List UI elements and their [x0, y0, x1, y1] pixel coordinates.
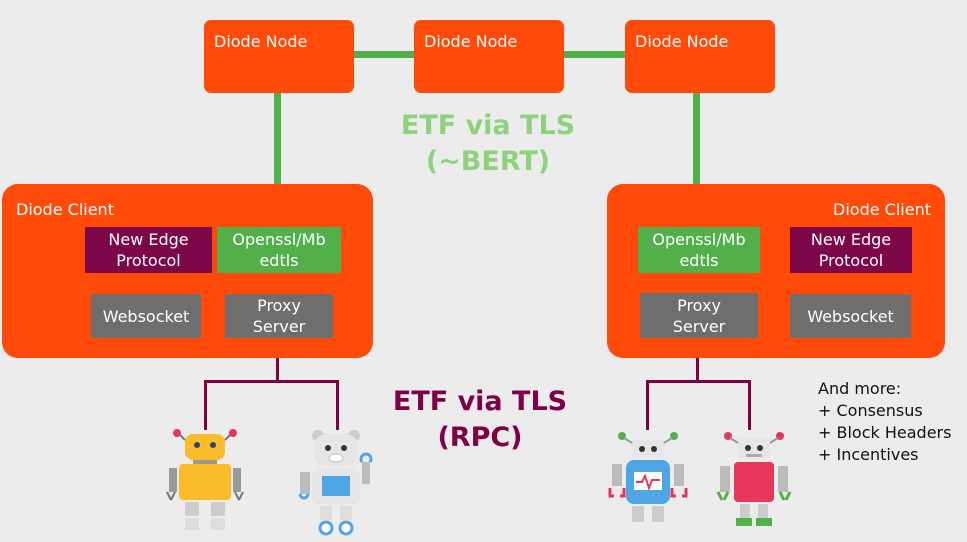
- diode-node-1: Diode Node: [204, 20, 354, 93]
- left-openssl-box: Openssl/Mb edtls: [217, 227, 341, 273]
- right-new-edge-line1: New Edge: [810, 230, 892, 249]
- right-openssl-line2: edtls: [679, 251, 719, 270]
- right-websocket-label: Websocket: [807, 306, 894, 326]
- left-openssl-line2: edtls: [259, 251, 299, 270]
- diode-node-3-label: Diode Node: [635, 32, 729, 51]
- right-proxy-wire: [696, 336, 699, 381]
- left-proxy-line2: Server: [252, 317, 306, 336]
- link-node1-left-client: [274, 92, 281, 232]
- and-more-item-block-headers: + Block Headers: [818, 423, 952, 442]
- left-proxy-wire: [276, 336, 279, 381]
- left-new-edge-line1: New Edge: [108, 230, 189, 249]
- right-proxy-line1: Proxy: [677, 295, 721, 315]
- and-more-list: And more: + Consensus + Block Headers + …: [818, 378, 951, 466]
- right-proxy-server-box: Proxy Server: [640, 293, 758, 338]
- left-robot2-wire: [336, 380, 339, 430]
- and-more-item-consensus: + Consensus: [818, 401, 923, 420]
- right-robot1-wire: [646, 380, 649, 430]
- etf-rpc-line2: (RPC): [437, 422, 523, 453]
- and-more-item-incentives: + Incentives: [818, 445, 919, 464]
- etf-rpc-label: ETF via TLS (RPC): [370, 384, 590, 456]
- left-new-edge-line2: Protocol: [116, 251, 181, 270]
- right-new-edge-protocol: New Edge Protocol: [790, 227, 912, 273]
- right-robot2-wire: [748, 380, 751, 430]
- link-node1-node2: [350, 51, 416, 58]
- right-proxy-line2: Server: [672, 316, 726, 336]
- left-websocket-box: Websocket: [91, 294, 201, 338]
- diode-node-2-label: Diode Node: [424, 32, 518, 51]
- yellow-robot-icon: [166, 429, 244, 530]
- left-client-title: Diode Client: [16, 200, 114, 219]
- etf-bert-label: ETF via TLS (~BERT): [378, 108, 598, 180]
- right-new-edge-line2: Protocol: [818, 251, 884, 270]
- diode-node-1-label: Diode Node: [214, 32, 308, 51]
- heartbeat-robot-icon: [608, 432, 688, 522]
- left-openssl-line1: Openssl/Mb: [232, 230, 326, 249]
- left-robot1-wire: [204, 380, 207, 430]
- link-node2-node3: [560, 51, 626, 58]
- diode-node-2: Diode Node: [414, 20, 564, 93]
- left-proxy-line1: Proxy: [257, 296, 301, 315]
- red-robot-icon: [716, 432, 792, 526]
- right-openssl-line1: Openssl/Mb: [652, 230, 746, 249]
- left-proxy-server-box: Proxy Server: [225, 294, 333, 338]
- right-bus-wire: [646, 380, 751, 383]
- right-websocket-box: Websocket: [790, 294, 911, 338]
- right-client-title: Diode Client: [833, 200, 931, 219]
- etf-bert-line2: (~BERT): [425, 146, 551, 177]
- left-websocket-label: Websocket: [102, 306, 190, 326]
- and-more-title: And more:: [818, 379, 902, 398]
- right-openssl-box: Openssl/Mb edtls: [638, 227, 760, 273]
- diode-node-3: Diode Node: [625, 20, 775, 93]
- link-node3-right-client: [693, 92, 700, 232]
- left-bus-wire: [204, 380, 339, 383]
- bear-robot-icon: [298, 430, 373, 536]
- etf-rpc-line1: ETF via TLS: [392, 386, 568, 417]
- etf-bert-line1: ETF via TLS: [400, 110, 576, 141]
- left-new-edge-protocol: New Edge Protocol: [85, 227, 212, 273]
